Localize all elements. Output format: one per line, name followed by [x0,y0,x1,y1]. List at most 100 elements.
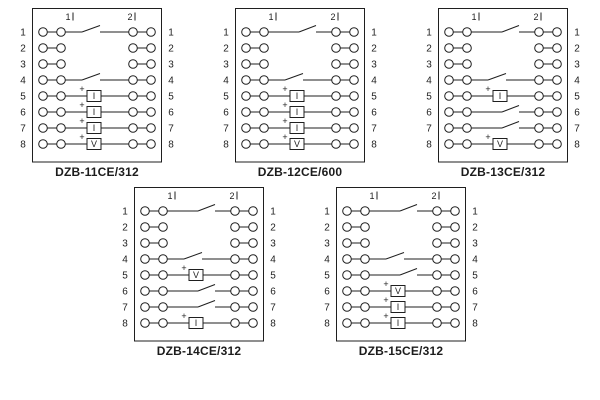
terminal-circle [38,107,48,117]
terminal-number-left: 3 [122,239,128,250]
terminal-number-right: 4 [574,76,580,87]
coil-letter: V [294,139,300,149]
terminal-circle [552,123,562,133]
terminal-circle [248,222,258,232]
terminal-number-right: 6 [371,108,377,119]
terminal-circle [158,206,168,216]
terminal-number-right: 7 [168,124,174,135]
terminal-number-right: 1 [371,28,377,39]
terminal-number-right: 4 [472,255,478,266]
terminal-circle [140,254,150,264]
terminal-circle [331,139,341,149]
column-header: 2 [431,191,436,201]
terminal-circle [128,27,138,37]
terminal-circle [349,59,359,69]
terminal-circle [146,27,156,37]
terminal-number-right: 8 [168,140,174,151]
terminal-number-right: 7 [270,303,276,314]
terminal-circle [158,254,168,264]
column-header: 1 [65,12,70,22]
terminal-circle [140,302,150,312]
panel-label: DZB-12CE/600 [257,165,343,179]
coil-letter: I [499,91,502,101]
polarity-plus: + [282,116,287,126]
terminal-number-right: 4 [168,76,174,87]
terminal-number-left: 6 [20,108,26,119]
terminal-circle [140,286,150,296]
terminal-circle [128,107,138,117]
terminal-circle [462,27,472,37]
terminal-number-left: 5 [426,92,432,103]
terminal-circle [360,238,370,248]
terminal-circle [56,107,66,117]
terminal-circle [552,43,562,53]
terminal-circle [158,318,168,328]
terminal-circle [552,75,562,85]
terminal-number-right: 1 [270,207,276,218]
terminal-circle [241,27,251,37]
terminal-number-left: 8 [122,319,128,330]
contact-blade [81,25,101,33]
terminal-circle [128,59,138,69]
terminal-number-left: 2 [122,223,128,234]
terminal-number-right: 5 [168,92,174,103]
polarity-plus: + [282,84,287,94]
contact-blade [487,73,507,81]
terminal-number-right: 4 [371,76,377,87]
terminal-circle [259,107,269,117]
terminal-circle [146,107,156,117]
terminal-number-left: 8 [324,319,330,330]
terminal-circle [230,318,240,328]
terminal-circle [248,206,258,216]
terminal-number-left: 4 [426,76,432,87]
polarity-plus: + [79,116,84,126]
terminal-circle [360,270,370,280]
polarity-plus: + [383,311,388,321]
terminal-number-left: 7 [20,124,26,135]
terminal-circle [349,123,359,133]
terminal-circle [128,91,138,101]
terminal-number-right: 1 [472,207,478,218]
terminal-circle [342,254,352,264]
diagram-border [235,8,365,163]
terminal-number-right: 3 [168,60,174,71]
column-header: 2 [533,12,538,22]
terminal-number-left: 7 [426,124,432,135]
coil-letter: I [93,107,96,117]
coil-letter: I [296,123,299,133]
terminal-circle [158,238,168,248]
terminal-number-right: 5 [270,271,276,282]
polarity-plus: + [485,84,490,94]
coil-letter: I [397,302,400,312]
terminal-circle [146,43,156,53]
contact-blade [399,204,418,212]
coil-letter: V [395,286,401,296]
terminal-number-left: 3 [324,239,330,250]
terminal-circle [444,139,454,149]
terminal-circle [158,222,168,232]
terminal-circle [230,206,240,216]
terminal-number-left: 1 [20,28,26,39]
terminal-circle [38,139,48,149]
terminal-circle [56,27,66,37]
terminal-circle [140,318,150,328]
terminal-circle [444,91,454,101]
terminal-circle [259,123,269,133]
terminal-circle [462,91,472,101]
terminal-number-right: 2 [371,44,377,55]
terminal-number-left: 7 [122,303,128,314]
terminal-circle [230,302,240,312]
terminal-circle [432,222,442,232]
polarity-plus: + [79,132,84,142]
panel-label: DZB-13CE/312 [460,165,546,179]
contact-blade [501,105,520,113]
terminal-circle [462,123,472,133]
panel-label: DZB-15CE/312 [358,344,444,358]
terminal-circle [331,91,341,101]
terminal-circle [140,222,150,232]
